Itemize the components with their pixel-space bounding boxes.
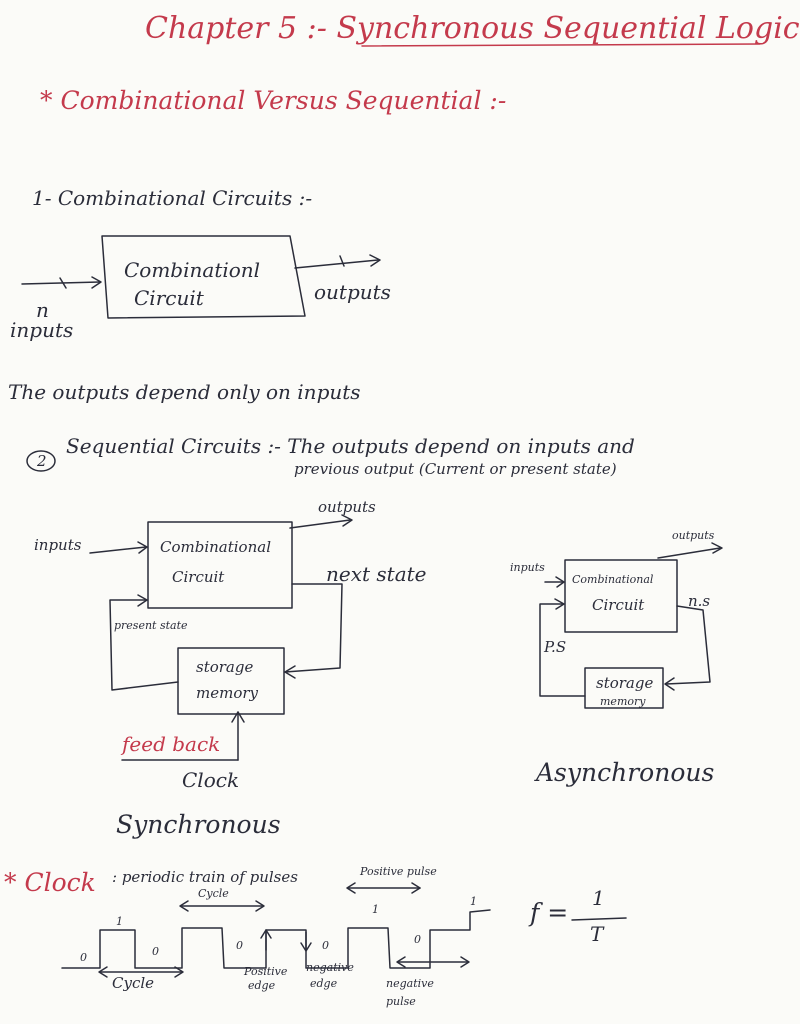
clock-negative-pulse-1: negative (386, 977, 434, 990)
clock-level-0-b: 0 (152, 945, 159, 958)
clock-positive-edge-1: Positive (244, 965, 288, 978)
clock-level-1-b: 1 (372, 903, 379, 916)
comb-outputs-label: outputs (314, 280, 391, 304)
section-heading: * Combinational Versus Sequential :- (40, 86, 507, 115)
seq-heading: Sequential Circuits :- The outputs depen… (66, 434, 635, 458)
formula-numerator: 1 (592, 886, 605, 910)
comb-input-n: n (36, 298, 49, 322)
formula-f: f = (530, 898, 569, 927)
sync-next-state: next state (326, 562, 427, 586)
clock-negative-edge-1: negative (306, 961, 354, 974)
clock-negative-edge-2: edge (310, 977, 338, 990)
async-box-line2: Circuit (592, 596, 645, 614)
clock-positive-pulse: Positive pulse (360, 865, 437, 878)
sync-outputs-label: outputs (318, 498, 376, 516)
async-caption: Asynchronous (536, 758, 715, 787)
clock-heading-rest: : periodic train of pulses (112, 868, 298, 886)
comb-box-line2: Circuit (134, 286, 204, 310)
comb-box-line1: Combinationl (124, 258, 261, 282)
clock-level-0-a: 0 (80, 951, 87, 964)
sync-caption: Synchronous (116, 810, 281, 839)
async-storage-line1: storage (596, 674, 654, 692)
clock-positive-edge-2: edge (248, 979, 276, 992)
clock-negative-pulse-2: pulse (386, 995, 416, 1008)
clock-level-0-e: 0 (414, 933, 421, 946)
sync-storage-line1: storage (196, 658, 254, 676)
sync-clock: Clock (182, 768, 240, 792)
seq-heading-cont: previous output (Current or present stat… (294, 460, 617, 478)
page-title: Chapter 5 :- Synchronous Sequential Logi… (145, 11, 800, 46)
sync-inputs-label: inputs (34, 536, 82, 554)
async-storage-line2: memory (600, 695, 646, 708)
async-box-line1: Combinational (572, 573, 654, 586)
sync-box-line1: Combinational (160, 538, 271, 556)
async-outputs-label: outputs (672, 529, 715, 542)
diagram-strokes (0, 0, 768, 1024)
comb-statement: The outputs depend only on inputs (8, 380, 361, 404)
seq-heading-number: 2 (37, 452, 47, 470)
clock-level-1-a: 1 (116, 915, 123, 928)
async-inputs-label: inputs (510, 561, 545, 574)
clock-level-0-c: 0 (236, 939, 243, 952)
combinational-heading: 1- Combinational Circuits :- (32, 186, 313, 210)
clock-cycle-top: Cycle (198, 887, 229, 900)
clock-level-1-c: 1 (470, 895, 477, 908)
comb-inputs-label: inputs (10, 318, 74, 342)
sync-storage-line2: memory (196, 684, 258, 702)
sync-feedback: feed back (122, 732, 221, 756)
sync-box-line2: Circuit (172, 568, 225, 586)
async-ns: n.s (688, 592, 711, 610)
sync-present-state: present state (114, 619, 188, 632)
clock-level-0-d: 0 (322, 939, 329, 952)
formula-denominator: T (590, 922, 604, 946)
async-ps: P.S (544, 638, 567, 656)
clock-cycle-bottom: Cycle (112, 974, 155, 992)
clock-heading-label: * Clock (4, 868, 96, 897)
